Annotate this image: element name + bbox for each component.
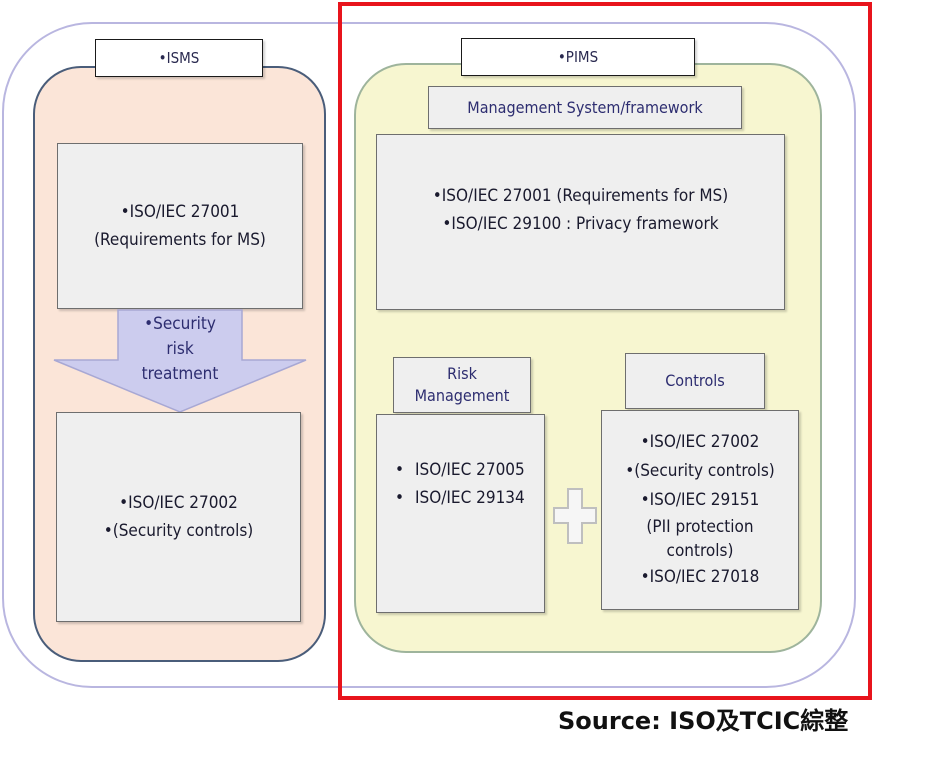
isms-requirements-box: •ISO/IEC 27001 (Requirements for MS) [57,143,303,309]
risk-management-box: • ISO/IEC 27005 • ISO/IEC 29134 [376,414,545,613]
risk-treatment-line3: treatment [141,364,219,384]
risk-management-header: Risk Management [393,357,531,413]
risk-header-line2: Management [414,386,510,405]
risk-header-line1: Risk [447,364,477,383]
isms-title: •ISMS [158,49,200,67]
framework-line2: •ISO/IEC 29100 : Privacy framework [442,214,719,234]
controls-header: Controls [625,353,765,409]
pims-controls-box: •ISO/IEC 27002 •(Security controls) •ISO… [601,410,799,610]
source-caption: Source: ISO及TCIC綜整 [558,707,849,735]
pims-title-tab: •PIMS [461,38,695,76]
pims-controls-line2: •(Security controls) [625,461,775,481]
isms-requirements-line2: (Requirements for MS) [94,230,266,250]
risk-treatment-line1: •Security [144,314,216,334]
risk-item: • ISO/IEC 27005 [395,456,544,484]
risk-item: • ISO/IEC 29134 [395,484,544,512]
bullet-icon: • [395,487,405,508]
isms-controls-line2: •(Security controls) [103,521,254,541]
isms-controls-line1: •ISO/IEC 27002 [119,493,238,513]
isms-controls-box: •ISO/IEC 27002 •(Security controls) [56,412,301,622]
pims-title: •PIMS [557,48,599,66]
bullet-icon: • [395,459,405,480]
controls-header-label: Controls [665,371,725,390]
risk-treatment-arrow [53,309,307,413]
pims-controls-line3: •ISO/IEC 29151 [640,490,760,510]
pims-controls-line5: controls) [666,541,734,561]
isms-title-tab: •ISMS [95,39,263,77]
pims-highlight-frame [338,2,872,700]
risk-treatment-line2: risk [166,339,194,359]
pims-controls-line1: •ISO/IEC 27002 [640,432,760,452]
pims-controls-line4: (PII protection [646,517,754,537]
risk-treatment-label: •Security risk treatment [118,312,242,387]
plus-icon [553,488,597,544]
risk-item-label: ISO/IEC 29134 [415,487,525,508]
framework-header: Management System/framework [428,86,742,129]
isms-requirements-line1: •ISO/IEC 27001 [120,202,240,222]
framework-line1: •ISO/IEC 27001 (Requirements for MS) [432,186,729,206]
framework-header-label: Management System/framework [467,97,703,117]
pims-controls-line6: •ISO/IEC 27018 [640,567,760,587]
framework-box: •ISO/IEC 27001 (Requirements for MS) •IS… [376,134,785,310]
risk-item-label: ISO/IEC 27005 [415,459,525,480]
